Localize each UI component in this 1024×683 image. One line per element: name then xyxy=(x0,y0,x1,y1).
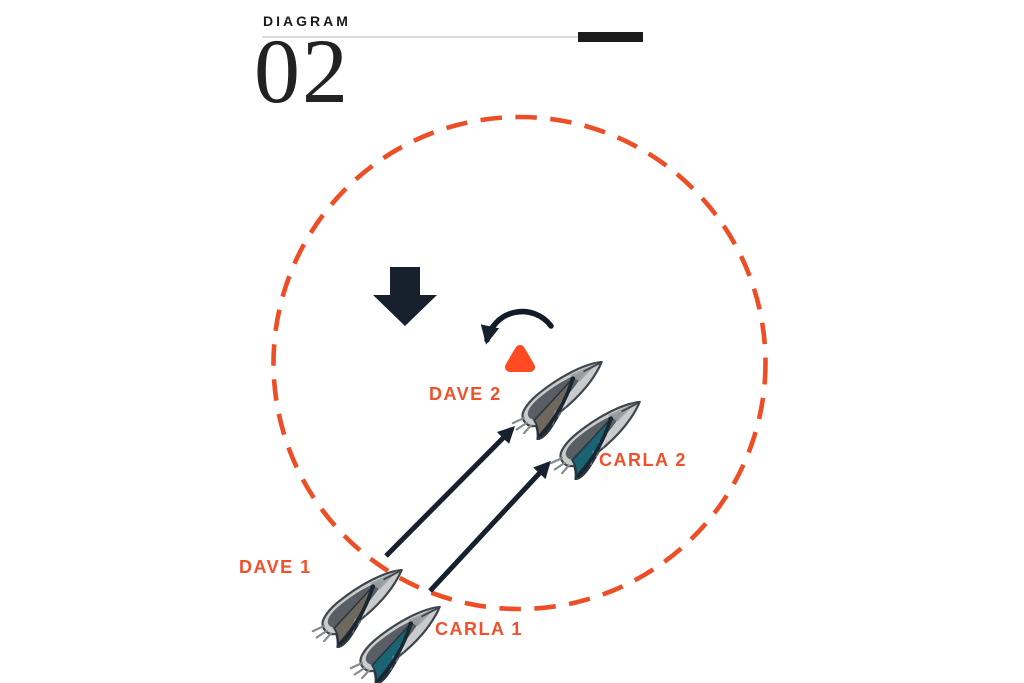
zone-circle xyxy=(271,114,768,612)
label-carla-1: CARLA 1 xyxy=(435,619,523,639)
carla-course-arrow xyxy=(428,460,551,593)
diagram-kicker: DIAGRAM xyxy=(263,13,351,29)
header-rule xyxy=(262,36,578,38)
label-dave-1: DAVE 1 xyxy=(239,557,312,577)
wind-direction-arrow-icon xyxy=(373,267,437,326)
diagram-number: 02 xyxy=(254,20,350,122)
header-rule-bar xyxy=(578,32,643,42)
dave-course-arrow xyxy=(384,425,515,558)
rounding-direction-arrow-icon xyxy=(480,308,554,345)
label-dave-2: DAVE 2 xyxy=(429,384,502,404)
race-mark xyxy=(505,345,535,372)
label-carla-2: CARLA 2 xyxy=(599,450,687,470)
